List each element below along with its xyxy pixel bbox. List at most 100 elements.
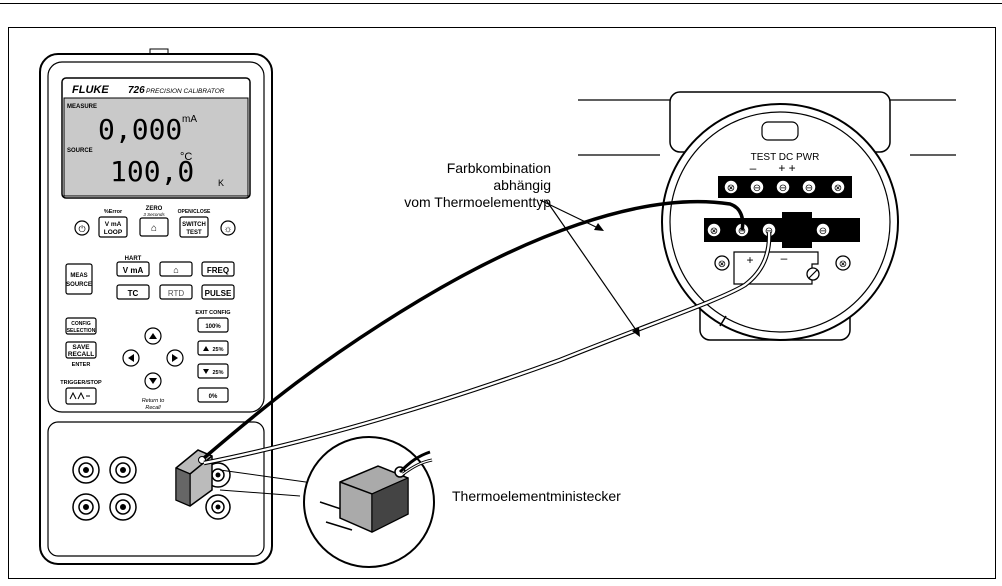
measure-unit: mA	[182, 114, 197, 125]
left-arrow-icon	[128, 354, 134, 362]
power-icon: ⏻	[78, 224, 85, 234]
black-wire	[202, 199, 745, 460]
svg-text:⊖: ⊖	[805, 183, 813, 194]
thermocouple-plug	[175, 449, 213, 507]
tc-key[interactable]	[116, 284, 150, 300]
switch-key-label-2: TEST	[186, 230, 202, 236]
rtd-key-label: RTD	[168, 289, 185, 298]
save-key-label: SAVE	[72, 344, 90, 351]
freq-key-label: FREQ	[207, 266, 229, 275]
arrow-pad	[122, 327, 184, 390]
color-combination-note: Farbkombination abhängig vom Thermoeleme…	[404, 160, 551, 210]
plug-zoom-callout	[219, 436, 435, 568]
terminal-tab	[761, 121, 799, 141]
triangle-down-icon	[203, 369, 209, 374]
thermocouple-wires	[202, 199, 772, 466]
screw-right-icon: ⊗	[839, 259, 847, 270]
ramp-icon	[69, 391, 90, 400]
meas-key-label: MEAS	[70, 273, 87, 279]
freq-key[interactable]	[201, 261, 235, 277]
svg-text:⊖: ⊖	[819, 226, 827, 237]
svg-text:⊖: ⊖	[753, 183, 761, 194]
top-rule	[0, 3, 1002, 4]
up-arrow-icon	[149, 333, 157, 339]
white-wire	[203, 231, 771, 465]
source-unit: °C	[180, 151, 192, 163]
recall-key-label: RECALL	[68, 351, 94, 358]
pct25-up-key[interactable]	[197, 340, 229, 356]
terminal-strip-middle: ⊗ ⊖ ⊖ ⊖	[704, 212, 860, 248]
measure-label: MEASURE	[67, 104, 97, 110]
plusplus-label: + +	[778, 161, 795, 175]
return-caption-1: Return to	[142, 398, 165, 404]
transmitter: TEST DC PWR – + + ⊗ ⊖ ⊖ ⊖ ⊗ ⊗ ⊖ ⊖ ⊖ + – …	[578, 91, 956, 341]
config-key-label-2: SELECTION	[67, 328, 96, 334]
svg-text:⊖: ⊖	[738, 226, 746, 237]
jacks	[72, 456, 231, 521]
triangle-up-icon	[203, 346, 209, 351]
svg-text:⊗: ⊗	[710, 226, 718, 237]
source-type: K	[218, 178, 224, 188]
source-key-label: SOURCE	[66, 282, 92, 288]
loop-key[interactable]	[98, 216, 128, 238]
hart-caption: HART	[125, 256, 142, 262]
config-key-label-1: CONFIG	[71, 321, 91, 327]
pulse-key[interactable]	[201, 284, 235, 300]
zero-key[interactable]	[139, 217, 169, 237]
brand-logo: FLUKE	[72, 84, 109, 96]
zero-caption: ZERO	[146, 206, 163, 212]
loop-key-label-1: V mA	[105, 221, 122, 228]
enter-caption: ENTER	[72, 362, 91, 368]
svg-text:⊗: ⊗	[834, 183, 842, 194]
switch-key-label-1: SWITCH	[182, 222, 206, 228]
pct25-up-label: 25%	[212, 347, 223, 353]
return-caption-2: Recall	[145, 405, 161, 411]
plug-label: Thermoelementministecker	[452, 488, 621, 504]
exit-config-caption: EXIT CONFIG	[195, 310, 230, 316]
error-caption: %Error	[104, 209, 123, 215]
backlight-button[interactable]	[220, 220, 236, 236]
screw-left-icon: ⊗	[718, 259, 726, 270]
openclose-caption: OPEN/CLOSE	[178, 209, 211, 215]
right-arrow-icon	[172, 354, 178, 362]
pct0-label: 0%	[209, 394, 218, 400]
power-button[interactable]	[74, 220, 90, 236]
switch-test-key[interactable]	[179, 216, 209, 238]
vma-key-label: V mA	[123, 266, 144, 275]
config-key[interactable]	[65, 317, 97, 335]
down-arrow-icon	[149, 378, 157, 384]
svg-text:⊖: ⊖	[779, 183, 787, 194]
svg-text:⊖: ⊖	[765, 226, 773, 237]
zero-sub: 3 Seconds	[143, 212, 165, 217]
pct100-key[interactable]	[197, 317, 229, 333]
pressure-icon: ⌂	[151, 223, 157, 234]
terminal-label: TEST DC PWR	[751, 152, 820, 163]
rtd-key[interactable]	[159, 284, 193, 300]
trigger-caption: TRIGGER/STOP	[60, 380, 102, 386]
pct25-down-label: 25%	[212, 370, 223, 376]
pct25-down-key[interactable]	[197, 363, 229, 379]
pressure-key[interactable]	[159, 261, 193, 277]
meas-source-key[interactable]	[65, 263, 93, 295]
calibrator: FLUKE 726 PRECISION CALIBRATOR MEASURE 0…	[39, 48, 273, 565]
measure-value: 0,000	[98, 113, 182, 146]
minus-label: –	[750, 161, 757, 175]
lcd-screen	[63, 97, 249, 197]
terminal-strip-top: ⊗ ⊖ ⊖ ⊖ ⊗	[718, 176, 852, 198]
minus-lower-label: –	[781, 251, 788, 265]
vma-key[interactable]	[116, 261, 150, 277]
save-recall-key[interactable]	[65, 341, 97, 359]
source-value: 100,0	[110, 155, 194, 188]
plus-label: +	[746, 253, 753, 267]
pressure-key-icon: ⌂	[173, 265, 178, 275]
tc-key-label: TC	[128, 289, 139, 298]
callout-arrows	[539, 199, 640, 337]
svg-text:⊗: ⊗	[727, 183, 735, 194]
jack-panel	[47, 421, 265, 557]
trigger-key[interactable]	[65, 387, 97, 405]
sun-icon: ☼	[223, 224, 232, 235]
pct100-label: 100%	[205, 324, 221, 330]
source-label: SOURCE	[67, 148, 93, 154]
model-subtitle: PRECISION CALIBRATOR	[146, 88, 225, 95]
pct0-key[interactable]	[197, 387, 229, 403]
